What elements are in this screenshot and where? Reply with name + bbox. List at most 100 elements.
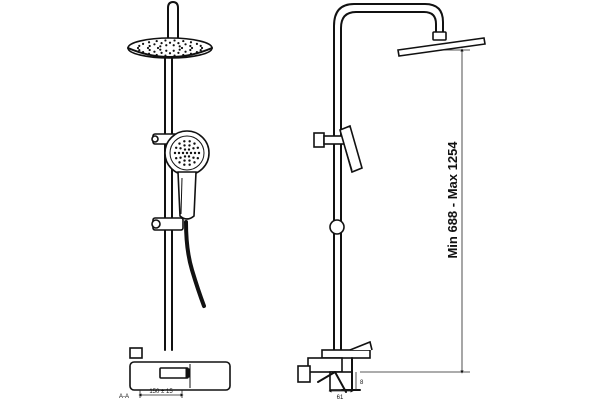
thermostatic-mixer [129,347,231,391]
nozzle-dot [141,51,145,54]
hose [184,220,206,308]
depth-right-label: 8 [360,380,364,386]
rain-shower-head [127,37,213,59]
nozzle-dot [153,50,156,53]
nozzle-dot [168,52,172,55]
top-arm [167,1,179,41]
nozzle-dot [199,49,202,52]
hand-nozzle-dot [183,163,186,166]
hand-nozzle-dot [183,159,186,162]
nozzle-dot [182,53,185,57]
nozzle-dot [159,48,162,51]
side-riser-inner [340,11,437,226]
nozzle-dot [184,43,187,46]
side-riser-outer [333,3,444,226]
hand-nozzle-dot [183,155,187,158]
nozzle-dot [184,50,187,53]
nozzle-dot [164,39,167,42]
nozzle-dot [190,46,194,50]
width-dimension-label: 150 ± 15 [149,389,173,395]
hand-nozzle-dot [188,140,191,143]
nozzle-dot [136,46,140,50]
hand-nozzle-dot [185,151,189,155]
hand-nozzle-dot [193,161,196,164]
hand-nozzle-dot [196,157,200,160]
hand-nozzle-dot [181,151,185,155]
hand-nozzle-dot [187,155,191,158]
hand-nozzle-dot [196,146,200,149]
nozzle-dot [172,44,175,47]
hand-shower-handle [177,171,197,220]
hand-nozzle-dot [187,148,191,151]
hand-nozzle-dot [183,144,186,147]
nozzle-dot [178,48,181,51]
hand-nozzle-dot [188,144,191,147]
nozzle-dot [180,46,184,50]
nozzle-dot [177,51,180,54]
hand-nozzle-dot [192,156,195,159]
nozzle-dot [155,39,158,43]
nozzle-dot [160,42,163,45]
nozzle-dot [168,41,172,44]
hand-nozzle-dot [189,151,193,155]
side-mixer-top [321,349,371,359]
nozzle-dot [178,45,181,48]
hand-nozzle-dot [178,142,181,145]
nozzle-dot [160,51,163,54]
side-mixer [297,340,373,393]
nozzle-dot [153,43,156,46]
head-connector [432,31,447,41]
nozzle-dot [165,49,168,52]
nozzle-dot [165,44,168,47]
hand-nozzle-dot [188,159,191,162]
nozzle-dot [200,46,204,50]
front-view: 150 ± 15 A-A [119,1,231,400]
nozzle-dot [189,44,192,48]
nozzle-dot [189,52,193,55]
nozzle-dot [147,52,151,55]
nozzle-dot [148,48,151,52]
side-wall-plate [297,365,311,383]
hand-nozzle-dot [178,161,181,164]
nozzle-dot [141,42,145,45]
hand-nozzle-dot [179,147,182,150]
height-dimension-label: Min 688 - Max 1254 [445,141,460,259]
side-mixer-body [307,357,343,373]
mixer-shelf [159,367,189,379]
nozzle-dot [173,54,176,57]
corner-mark: A-A [119,394,129,400]
hand-nozzle-dot [174,146,178,149]
nozzle-dot [177,42,180,45]
hand-nozzle-dot [193,151,197,155]
hand-nozzle-dot [173,151,177,155]
hand-shower-head [164,130,210,176]
nozzle-dot [159,45,162,48]
side-slider-ball [329,219,345,235]
nozzle-dot [138,44,141,47]
nozzle-dot [156,46,160,50]
rain-head-profile [397,37,486,57]
nozzle-dot [172,49,175,52]
nozzle-dot [147,41,151,44]
nozzle-dot [189,41,193,44]
side-knob [313,132,325,148]
nozzle-dot [182,39,185,43]
nozzle-dot [164,54,167,57]
mixer-knob-left [129,347,143,359]
side-view: Min 688 - Max 1254 61 8 [297,3,486,400]
nozzle-dot [138,49,141,52]
hand-nozzle-dot [177,151,181,155]
hand-nozzle-dot [174,157,178,160]
hand-nozzle-dot [183,148,187,151]
hand-nozzle-dot [192,147,195,150]
hand-nozzle-dot [183,140,186,143]
nozzle-dot [195,42,199,45]
depth-left-label: 61 [337,395,344,400]
hand-nozzle-dot [188,163,191,166]
nozzle-dot [155,53,158,57]
nozzle-dot [199,44,202,47]
hand-nozzle-dot [193,142,196,145]
nozzle-dot [148,44,151,48]
hand-nozzle-dot [179,156,182,159]
